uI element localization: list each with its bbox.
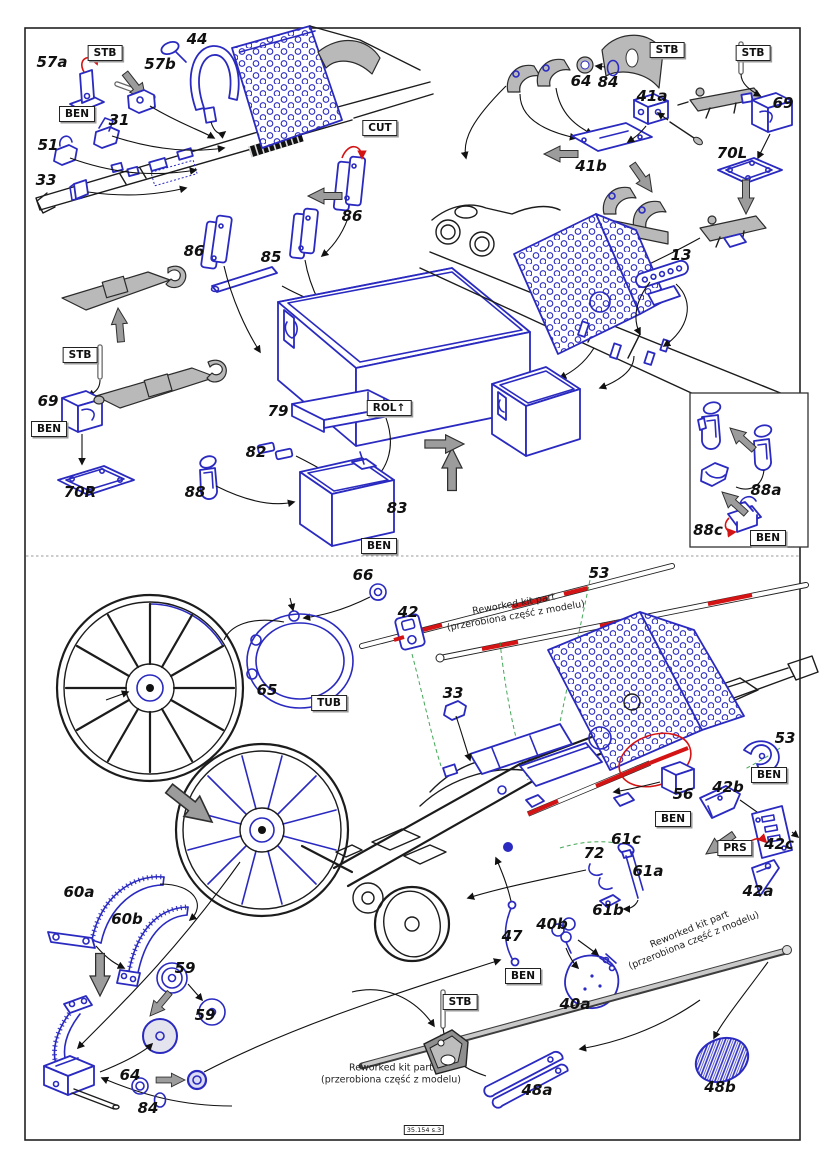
carriage-main [300,611,819,963]
61-pins-group [466,842,644,913]
striped-poles [359,563,809,663]
right-chest [424,366,581,457]
center-plates-86-85 [200,145,367,354]
ammo-chest-large [277,267,531,492]
48-group [449,961,769,1109]
top-left-small-parts [53,40,240,201]
wheel-small [76,742,350,1050]
top-right-group [460,34,793,277]
sheet-frame [24,27,801,1141]
top-left-trail-assembly [35,25,434,214]
wheel-large [55,593,245,783]
inset-box-88 [689,392,809,548]
42-brackets-group [699,785,800,897]
sight-ring-65-66 [223,583,387,709]
right-carriage [419,204,805,437]
pulleys-group [99,958,502,1108]
bracket-53 [743,740,780,774]
left-springs-and-mounts [57,265,227,496]
47-40-group [494,856,620,1009]
60-arcs-group [47,874,198,997]
lid-79-box-83 [199,389,401,547]
rack-and-block [43,995,233,1110]
